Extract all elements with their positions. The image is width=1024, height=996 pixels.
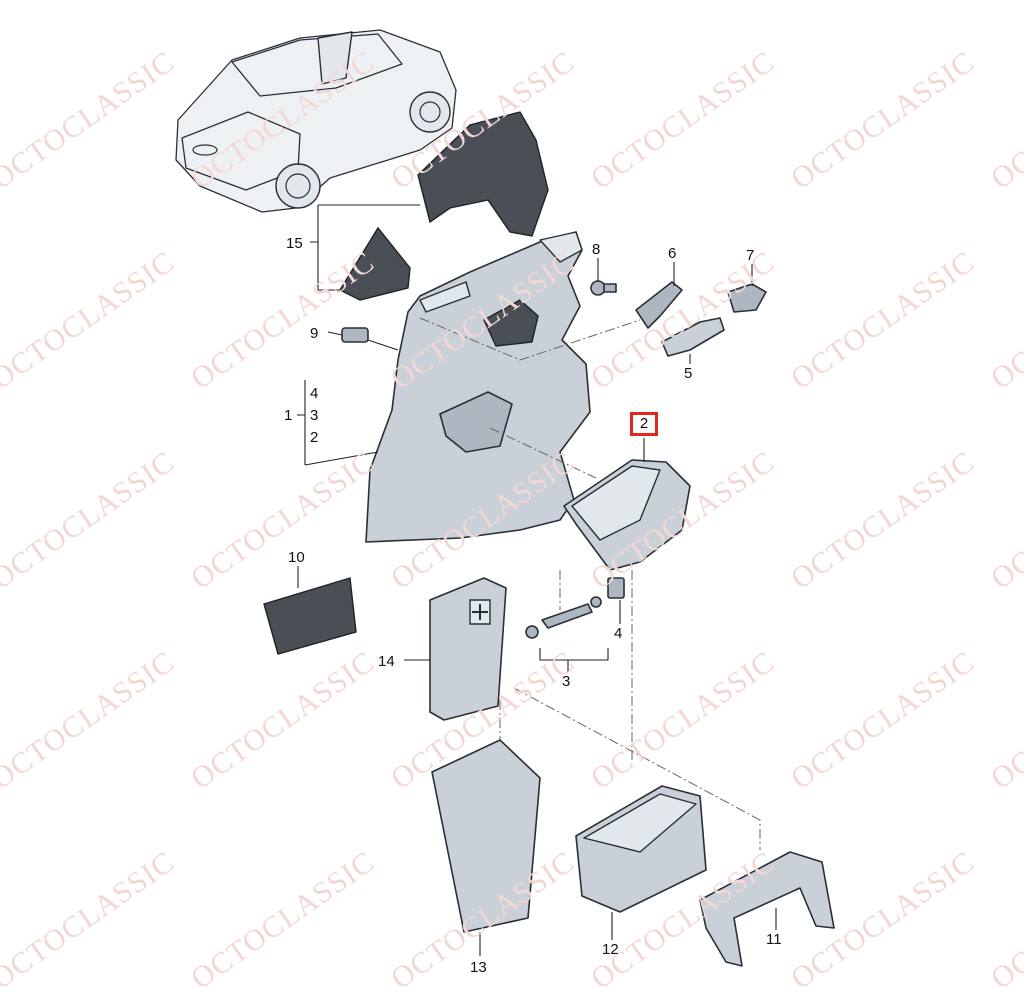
part-6-bracket <box>635 281 683 329</box>
callout-3b: 3 <box>562 673 570 690</box>
callouts: 15 8 6 7 9 5 4 3 1 2 10 4 14 3 12 11 13 <box>284 235 782 976</box>
callout-4a: 4 <box>310 385 318 402</box>
part-9-clip <box>341 327 369 343</box>
callout-15: 15 <box>286 235 303 252</box>
part-10-felt-block <box>263 577 357 655</box>
callout-1: 1 <box>284 407 292 424</box>
callout-3a: 3 <box>310 407 318 424</box>
part-8-screw <box>590 280 617 296</box>
callout-12: 12 <box>602 941 619 958</box>
leader-lines <box>297 204 777 956</box>
callout-7: 7 <box>746 247 754 264</box>
callout-4b: 4 <box>614 625 622 642</box>
part-11-bracket <box>699 851 835 967</box>
part-7-cover <box>727 283 767 313</box>
highlighted-part-number[interactable]: 2 <box>630 412 658 436</box>
callout-6: 6 <box>668 245 676 262</box>
reference-lines <box>419 317 761 850</box>
car-illustration <box>175 29 457 213</box>
callout-9: 9 <box>310 325 318 342</box>
callout-2a: 2 <box>310 429 318 446</box>
part-1-side-trim <box>365 231 591 543</box>
part-14-first-aid-kit <box>429 577 507 721</box>
part-13-bin <box>431 739 541 933</box>
callout-10: 10 <box>288 549 305 566</box>
callout-13: 13 <box>470 959 487 976</box>
part-3-fasteners <box>525 596 602 639</box>
highlighted-part-label: 2 <box>639 415 649 432</box>
callout-8: 8 <box>592 241 600 258</box>
part-5-handle <box>661 317 725 357</box>
callout-5: 5 <box>684 365 692 382</box>
part-15-insulation <box>339 111 549 301</box>
callout-14: 14 <box>378 653 395 670</box>
part-4-clip <box>607 577 625 599</box>
callout-11: 11 <box>766 931 782 948</box>
